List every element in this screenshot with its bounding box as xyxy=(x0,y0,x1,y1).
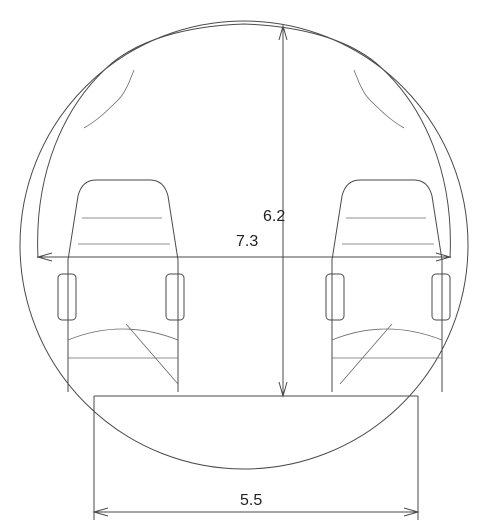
width-dimension xyxy=(36,252,452,262)
roof-equipment-right xyxy=(353,69,405,129)
base-label: 5.5 xyxy=(240,492,262,509)
base-dimension xyxy=(92,507,420,517)
right-vehicle xyxy=(325,179,451,392)
roof-equipment-left xyxy=(83,69,135,129)
outer-lining-circle xyxy=(19,20,469,470)
width-label: 7.3 xyxy=(236,233,258,250)
left-vehicle xyxy=(57,179,185,392)
height-dimension xyxy=(278,24,288,398)
height-label: 6.2 xyxy=(263,208,285,225)
inner-lining xyxy=(37,23,451,259)
